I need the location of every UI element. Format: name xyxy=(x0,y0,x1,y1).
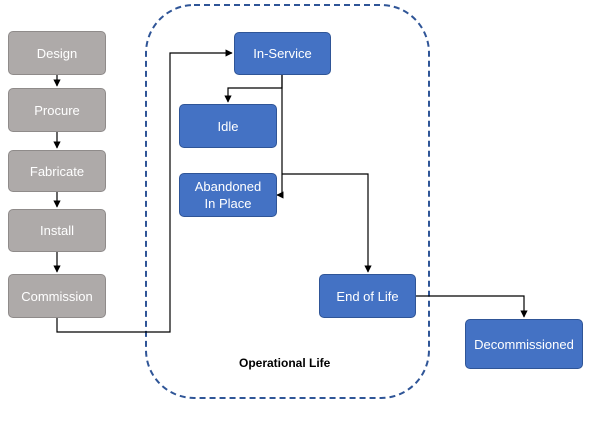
connector-commission-in-service xyxy=(56,49,233,333)
node-abandoned-in-place: Abandoned In Place xyxy=(179,173,277,217)
node-commission: Commission xyxy=(8,274,106,318)
node-decommissioned: Decommissioned xyxy=(465,319,583,369)
connector-end-of-life-decommissioned xyxy=(416,295,528,318)
node-install: Install xyxy=(8,209,106,252)
operational-life-label: Operational Life xyxy=(239,356,331,370)
connector-in-service-abandoned xyxy=(276,75,284,199)
connector-in-service-end-of-life xyxy=(282,173,372,273)
node-design: Design xyxy=(8,31,106,75)
node-end-of-life: End of Life xyxy=(319,274,416,318)
connector-in-service-idle xyxy=(224,75,283,103)
node-in-service: In-Service xyxy=(234,32,331,75)
operational-life-region xyxy=(145,4,430,399)
node-procure: Procure xyxy=(8,88,106,132)
node-idle: Idle xyxy=(179,104,277,148)
node-fabricate: Fabricate xyxy=(8,150,106,192)
